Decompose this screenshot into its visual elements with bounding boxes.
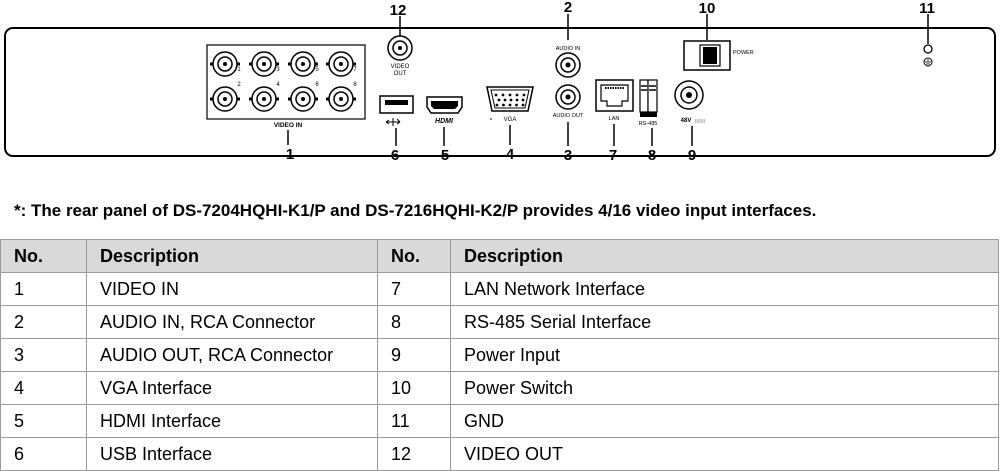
cell-no: 2 — [0, 305, 87, 339]
header-no-right: No. — [377, 239, 451, 273]
cell-no: 3 — [0, 338, 87, 372]
rear-panel-footnote: *: The rear panel of DS-7204HQHI-K1/P an… — [14, 201, 817, 220]
callout-8: 8 — [648, 147, 656, 164]
callout-2: 2 — [564, 0, 572, 16]
cell-description: LAN Network Interface — [450, 272, 999, 306]
channel-label-5: 5 — [315, 67, 319, 73]
cell-description: AUDIO IN, RCA Connector — [86, 305, 378, 339]
lan-label: LAN — [609, 116, 620, 122]
video-in-bnc-icon — [326, 86, 356, 112]
rs485-terminal-icon — [639, 79, 658, 117]
power-switch-label: POWER — [733, 50, 754, 56]
table-header-row: No. Description No. Description — [0, 239, 999, 273]
channel-label-7: 7 — [353, 67, 357, 73]
header-description-left: Description — [86, 239, 378, 273]
cell-description: VIDEO IN — [86, 272, 378, 306]
cell-description: HDMI Interface — [86, 404, 378, 438]
cell-no: 9 — [377, 338, 451, 372]
audio-out-label: AUDIO OUT — [553, 113, 584, 119]
usb-port-icon — [379, 95, 414, 126]
rear-panel-diagram: 1 2 3 4 5 6 7 8 VIDEO IN VIDEO OUT HDMI … — [4, 0, 996, 164]
channel-label-8: 8 — [353, 82, 357, 88]
cell-no: 11 — [377, 404, 451, 438]
callout-1: 1 — [286, 146, 294, 163]
audio-in-label: AUDIO IN — [556, 46, 580, 52]
power-input-label: 48V — [681, 118, 692, 124]
video-out-label-line2: OUT — [394, 71, 407, 77]
callout-12: 12 — [390, 2, 407, 19]
channel-label-3: 3 — [276, 67, 280, 73]
video-in-label: VIDEO IN — [274, 122, 303, 129]
cell-description: USB Interface — [86, 437, 378, 471]
callout-9: 9 — [688, 147, 696, 164]
cell-no: 10 — [377, 371, 451, 405]
channel-label-1: 1 — [237, 67, 241, 73]
cell-no: 8 — [377, 305, 451, 339]
table-row: 3 AUDIO OUT, RCA Connector 9 Power Input — [0, 338, 999, 372]
callout-10: 10 — [699, 0, 716, 17]
video-in-bnc-icon — [210, 51, 240, 77]
video-in-bnc-icon — [249, 86, 279, 112]
vga-label: VGA — [504, 117, 517, 123]
cell-no: 12 — [377, 437, 451, 471]
cell-description: Power Input — [450, 338, 999, 372]
power-switch-icon — [683, 40, 731, 71]
rs485-label: RS-485 — [639, 121, 658, 127]
audio-in-rca-icon — [555, 52, 581, 78]
table-row: 1 VIDEO IN 7 LAN Network Interface — [0, 272, 999, 306]
cell-no: 6 — [0, 437, 87, 471]
callout-4: 4 — [506, 146, 515, 163]
channel-label-4: 4 — [276, 82, 280, 88]
cell-no: 1 — [0, 272, 87, 306]
table-row: 2 AUDIO IN, RCA Connector 8 RS-485 Seria… — [0, 305, 999, 339]
video-in-bnc-icon — [210, 86, 240, 112]
cell-no: 4 — [0, 371, 87, 405]
video-in-bnc-icon — [249, 51, 279, 77]
callout-3: 3 — [564, 147, 572, 164]
channel-label-6: 6 — [315, 82, 319, 88]
power-input-jack-icon — [674, 80, 704, 110]
callout-leader-lines — [287, 14, 929, 146]
callout-11: 11 — [919, 0, 935, 17]
cell-description: VGA Interface — [86, 371, 378, 405]
video-in-bnc-icon — [326, 51, 356, 77]
table-row: 4 VGA Interface 10 Power Switch — [0, 371, 999, 405]
cell-no: 5 — [0, 404, 87, 438]
interface-description-table: No. Description No. Description 1 VIDEO … — [0, 239, 999, 471]
video-in-connector-block: 1 2 3 4 5 6 7 8 — [206, 44, 366, 120]
header-description-right: Description — [450, 239, 999, 273]
video-out-label-line1: VIDEO — [391, 64, 410, 70]
video-out-bnc-icon — [387, 35, 413, 61]
table-row: 5 HDMI Interface 11 GND — [0, 404, 999, 438]
hdmi-port-icon — [426, 96, 463, 114]
header-no-left: No. — [0, 239, 87, 273]
cell-description: RS-485 Serial Interface — [450, 305, 999, 339]
lan-port-icon — [595, 79, 634, 112]
cell-description: Power Switch — [450, 371, 999, 405]
callout-6: 6 — [391, 147, 399, 164]
cell-description: GND — [450, 404, 999, 438]
channel-label-2: 2 — [237, 82, 241, 88]
video-in-bnc-icon — [288, 86, 318, 112]
table-row: 6 USB Interface 12 VIDEO OUT — [0, 437, 999, 471]
vga-port-icon — [486, 86, 534, 112]
callout-7: 7 — [609, 147, 617, 164]
callout-5: 5 — [441, 147, 449, 164]
cell-description: VIDEO OUT — [450, 437, 999, 471]
audio-out-rca-icon — [555, 84, 581, 110]
hdmi-label: HDMI — [435, 118, 454, 125]
cell-no: 7 — [377, 272, 451, 306]
video-in-bnc-icon — [288, 51, 318, 77]
cell-description: AUDIO OUT, RCA Connector — [86, 338, 378, 372]
ground-terminal-icon — [923, 44, 933, 67]
